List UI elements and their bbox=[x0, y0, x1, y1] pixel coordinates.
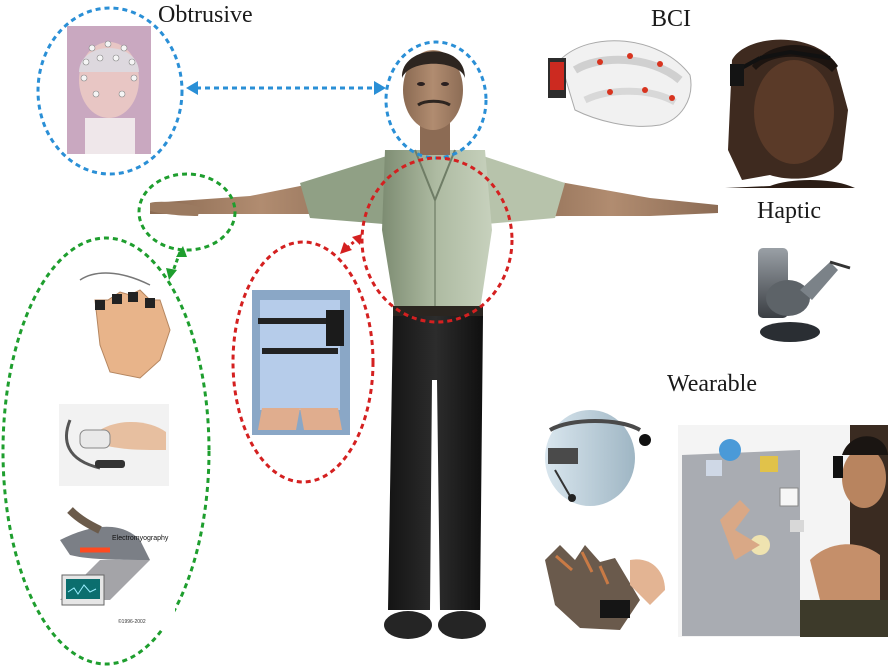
electromyography-label: Electromyography bbox=[112, 535, 169, 542]
arrow-left-icon bbox=[186, 81, 198, 95]
bci-wearer-photo bbox=[725, 40, 855, 188]
arrow-down-icon bbox=[166, 268, 177, 280]
electromyography-illustration: Electromyography ©1996-2002 bbox=[57, 503, 175, 630]
eeg-cap-photo bbox=[67, 26, 151, 154]
haptic-device-photo bbox=[758, 248, 850, 342]
copyright-label: ©1996-2002 bbox=[118, 618, 146, 625]
hmd-wearer-photo bbox=[533, 407, 658, 517]
arrow-down-left-icon bbox=[340, 242, 352, 254]
torso bbox=[382, 150, 492, 310]
finger-sensor-hand-photo bbox=[80, 273, 170, 378]
data-glove-photo bbox=[533, 530, 673, 635]
pants bbox=[388, 316, 483, 610]
chest-sensor-photo bbox=[252, 290, 350, 435]
pulse-oximeter-photo bbox=[59, 404, 169, 486]
bci-headset-photo bbox=[548, 41, 691, 127]
arrow-up-icon bbox=[176, 246, 187, 257]
arrow-right-icon bbox=[374, 81, 386, 95]
gesture-interface-photo bbox=[678, 425, 888, 637]
